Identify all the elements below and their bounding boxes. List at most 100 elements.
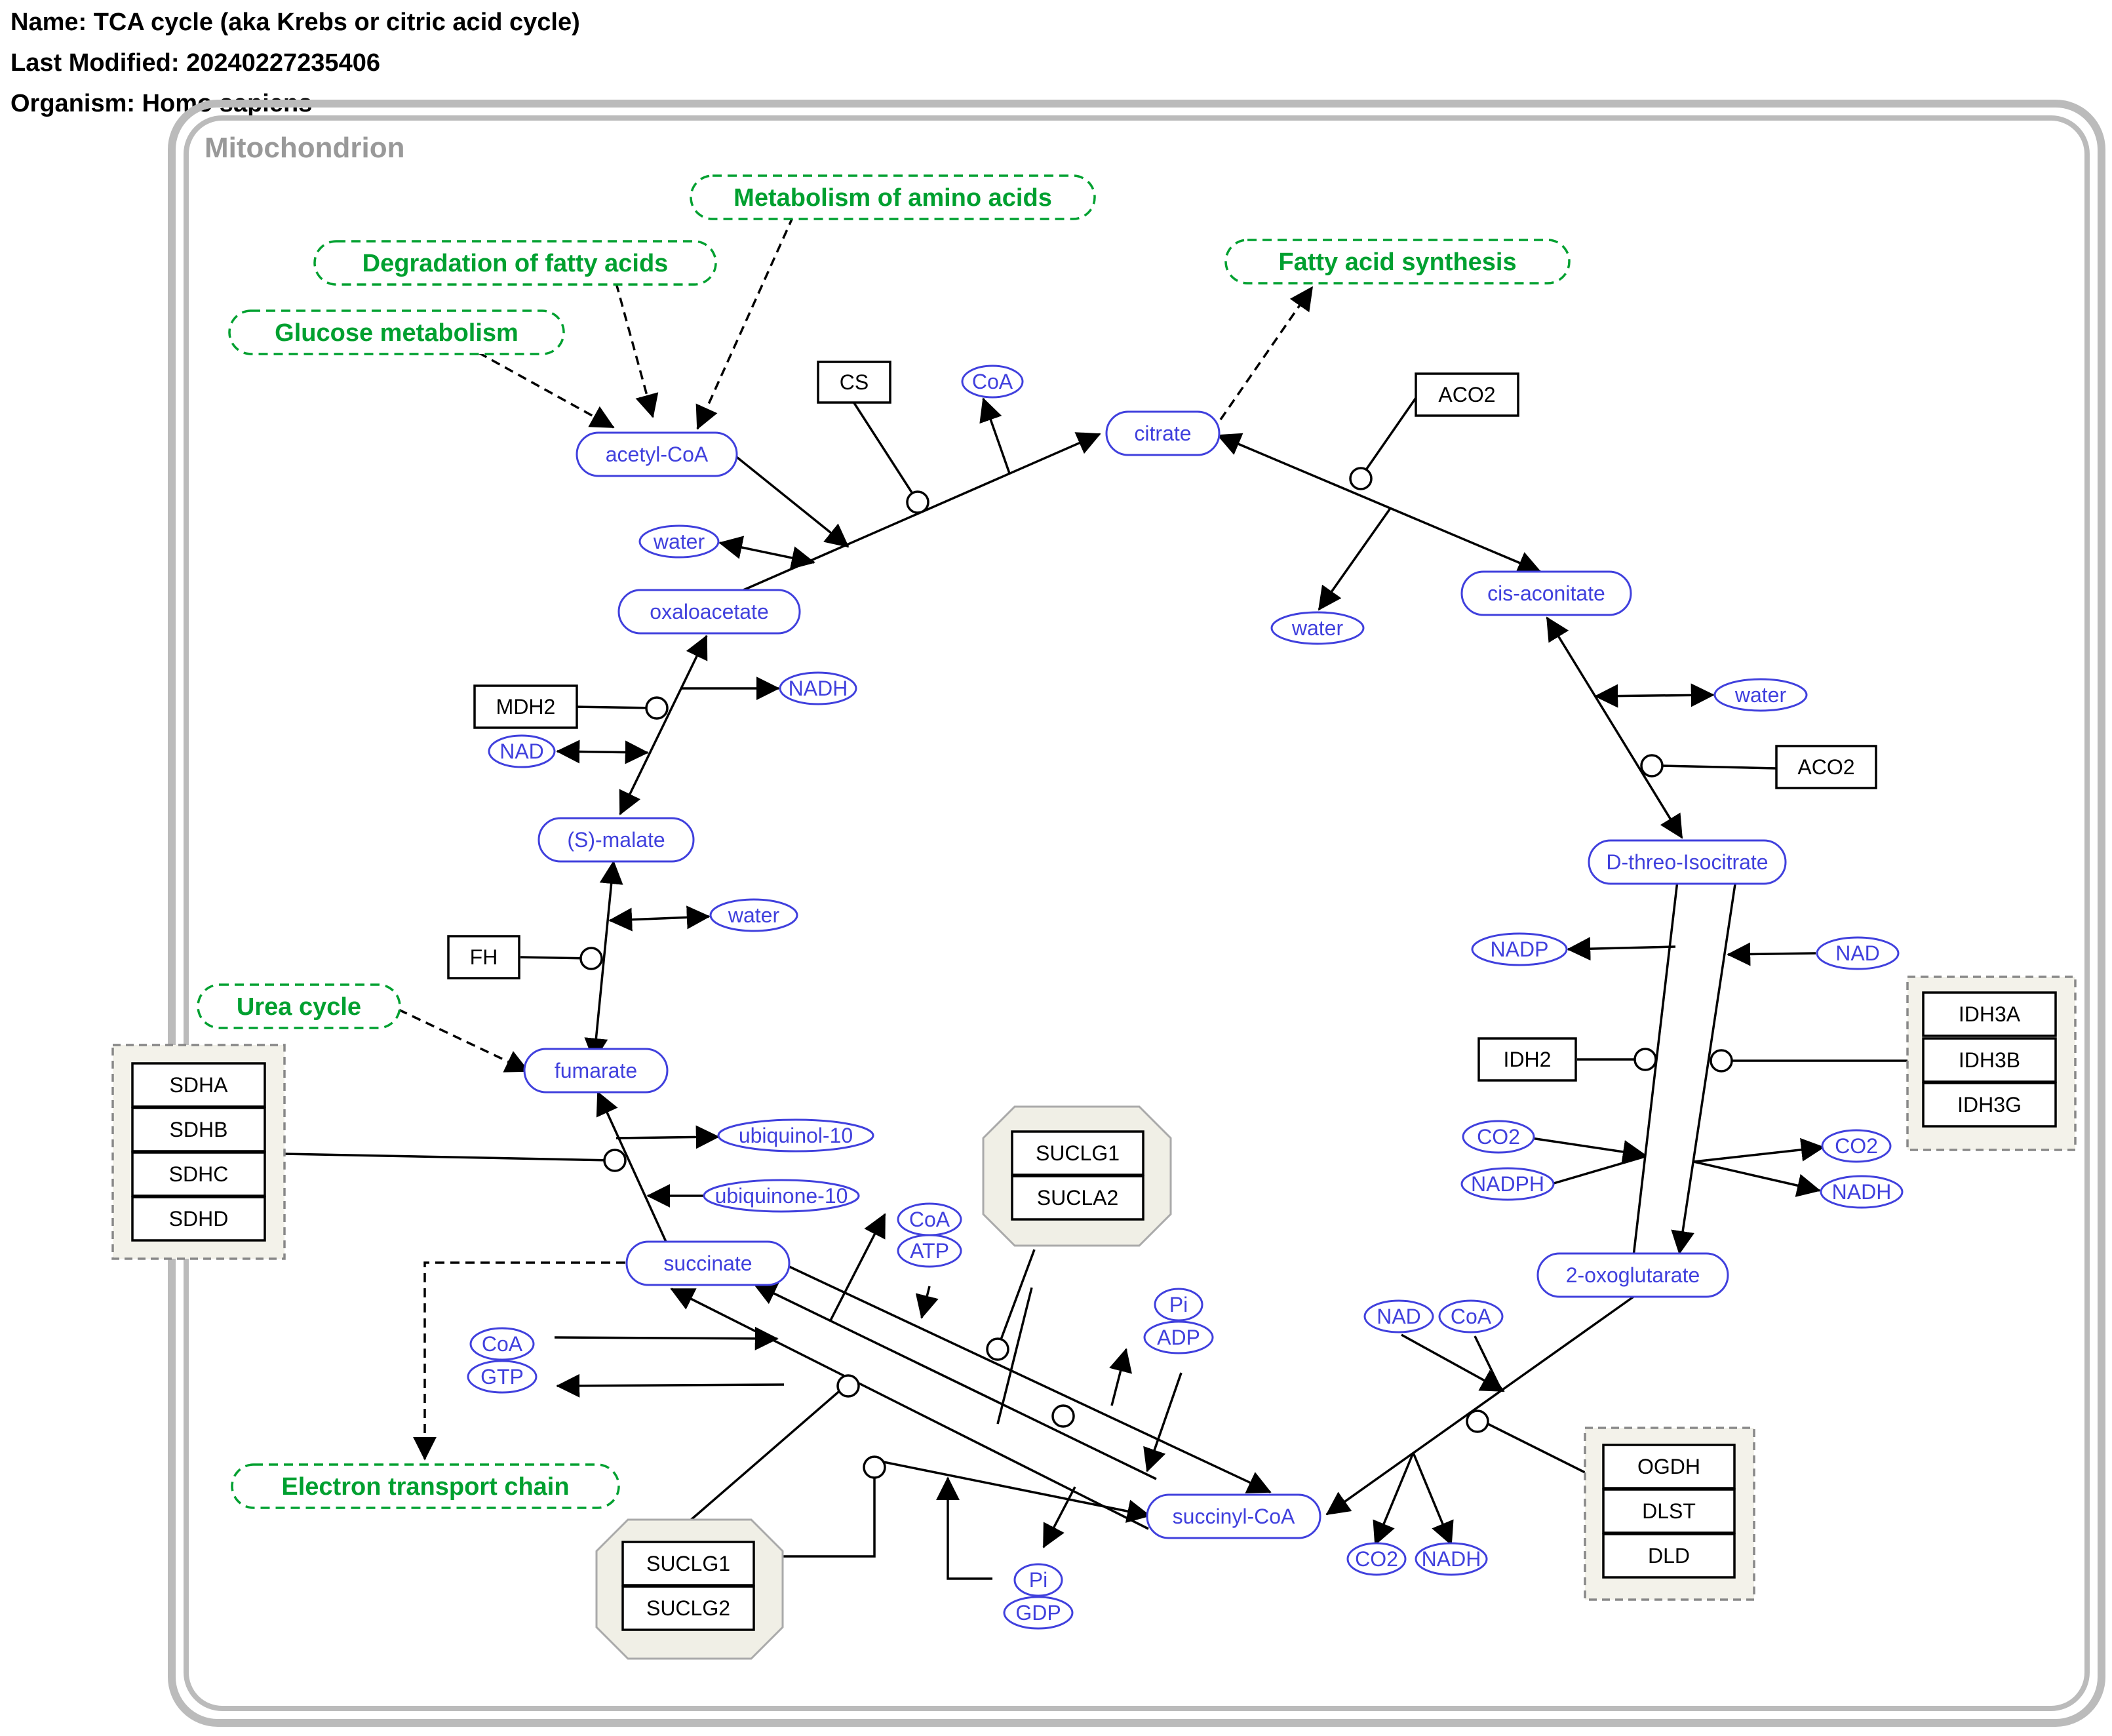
- suclg2-catalysis-line: [783, 1469, 876, 1558]
- metabolite-water-cs[interactable]: water: [638, 524, 720, 559]
- metabolite-pi-adp-label: Pi: [1169, 1293, 1188, 1316]
- metabolite-coa-atp[interactable]: CoA: [897, 1202, 962, 1236]
- gene-suclg2[interactable]: SUCLG2: [621, 1585, 755, 1631]
- pathway-glucose-metabolism[interactable]: Glucose metabolism: [228, 309, 565, 355]
- fattyacid-deg-to-acetylcoa-edge: [615, 283, 659, 418]
- metabolite-pi-gdp[interactable]: Pi: [1013, 1563, 1063, 1597]
- aco2-reaction-edge: [1217, 433, 1542, 574]
- gene-cs[interactable]: CS: [817, 361, 891, 404]
- gene-idh3g[interactable]: IDH3G: [1922, 1082, 2057, 1128]
- gene-sucla2-label: SUCLA2: [1037, 1186, 1119, 1210]
- metabolite-fumarate-label: fumarate: [555, 1059, 637, 1082]
- gene-sdhc-label: SDHC: [169, 1162, 229, 1186]
- metabolite-citrate[interactable]: citrate: [1105, 410, 1221, 456]
- co2-idh-out-edge: [1693, 1137, 1825, 1163]
- metabolite-succinyl-coa-label: succinyl-CoA: [1173, 1505, 1295, 1528]
- metabolite-fumarate[interactable]: fumarate: [523, 1048, 669, 1094]
- metabolite-acetyl-coa[interactable]: acetyl-CoA: [576, 431, 738, 477]
- suclg1-top-catalysis-circle: [986, 1337, 1009, 1361]
- metabolite-pi-adp[interactable]: Pi: [1154, 1288, 1203, 1322]
- metabolite-water-aco[interactable]: water: [1270, 611, 1365, 645]
- metabolite-nad-idh[interactable]: NAD: [1816, 936, 1900, 970]
- metabolite-isocitrate[interactable]: D-threo-Isocitrate: [1588, 839, 1787, 885]
- metabolite-nadh-ogdh[interactable]: NADH: [1415, 1542, 1488, 1576]
- co2-ogdh-out-edge: [1373, 1452, 1415, 1546]
- metabolite-cis-aconitate[interactable]: cis-aconitate: [1460, 570, 1632, 616]
- metabolite-nad-mdh[interactable]: NAD: [488, 734, 556, 768]
- idh2-reaction-edge: [1632, 840, 1691, 1257]
- co2-idh-in-edge: [1531, 1137, 1647, 1164]
- gene-sdhd[interactable]: SDHD: [131, 1196, 266, 1242]
- metabolite-coa-gtp[interactable]: CoA: [469, 1327, 535, 1361]
- water-aco2-edge: [1594, 683, 1715, 708]
- gene-fh[interactable]: FH: [447, 935, 520, 979]
- metabolite-nadph-idh[interactable]: NADPH: [1460, 1167, 1555, 1201]
- metabolite-co2-idh-in[interactable]: CO2: [1462, 1120, 1535, 1154]
- pathway-urea-cycle[interactable]: Urea cycle: [197, 983, 401, 1029]
- gene-dld[interactable]: DLD: [1602, 1533, 1736, 1579]
- metabolite-pi-gdp-label: Pi: [1029, 1568, 1047, 1592]
- pathway-fatty-acid-degradation[interactable]: Degradation of fatty acids: [313, 240, 717, 286]
- metabolite-succinate[interactable]: succinate: [625, 1240, 791, 1286]
- metabolite-s-malate[interactable]: (S)-malate: [538, 817, 695, 863]
- metabolite-oxaloacetate[interactable]: oxaloacetate: [617, 589, 801, 635]
- suclg2-catalysis-circle: [863, 1455, 886, 1479]
- gene-suclg1-top[interactable]: SUCLG1: [1011, 1130, 1144, 1176]
- metabolite-water-fh[interactable]: water: [709, 898, 798, 932]
- gene-aco2-top[interactable]: ACO2: [1415, 372, 1519, 417]
- metabolite-adp[interactable]: ADP: [1143, 1320, 1214, 1354]
- metabolite-acetyl-coa-label: acetyl-CoA: [606, 443, 709, 466]
- metabolite-co2-idh-out[interactable]: CO2: [1821, 1129, 1892, 1163]
- pathway-electron-transport-chain[interactable]: Electron transport chain: [231, 1463, 620, 1509]
- gene-idh3b[interactable]: IDH3B: [1922, 1037, 2057, 1083]
- metabolite-water-aco2[interactable]: water: [1713, 678, 1808, 712]
- gene-sdhc[interactable]: SDHC: [131, 1151, 266, 1197]
- water-fh-edge: [608, 905, 711, 932]
- ogdh-reaction-edge: [1325, 1295, 1635, 1516]
- gene-cs-label: CS: [840, 370, 869, 394]
- metabolite-2-oxoglutarate[interactable]: 2-oxoglutarate: [1536, 1252, 1729, 1298]
- metabolite-ubiquinone[interactable]: ubiquinone-10: [703, 1179, 860, 1213]
- metabolite-gdp[interactable]: GDP: [1003, 1596, 1074, 1630]
- metabolite-coa-cs[interactable]: CoA: [961, 365, 1024, 399]
- metabolite-nad-ogdh[interactable]: NAD: [1363, 1299, 1434, 1333]
- metabolite-co2-ogdh[interactable]: CO2: [1346, 1542, 1407, 1576]
- gene-ogdh[interactable]: OGDH: [1602, 1444, 1736, 1489]
- aco2-right-catalysis-circle: [1640, 754, 1664, 778]
- metabolite-gtp[interactable]: GTP: [467, 1360, 538, 1394]
- gene-sdhb[interactable]: SDHB: [131, 1107, 266, 1153]
- gene-sdhb-label: SDHB: [170, 1118, 228, 1141]
- metabolite-nadp-idh[interactable]: NADP: [1471, 932, 1568, 966]
- gene-idh3g-label: IDH3G: [1957, 1093, 2022, 1116]
- metabolite-isocitrate-label: D-threo-Isocitrate: [1606, 850, 1768, 874]
- gene-ogdh-label: OGDH: [1637, 1455, 1700, 1478]
- pathway-fatty-acid-synthesis[interactable]: Fatty acid synthesis: [1224, 239, 1571, 285]
- metabolite-succinyl-coa[interactable]: succinyl-CoA: [1146, 1493, 1321, 1539]
- pathway-amino-acids[interactable]: Metabolism of amino acids: [690, 174, 1096, 220]
- metabolite-nadh-mdh-label: NADH: [789, 677, 848, 700]
- gene-idh2[interactable]: IDH2: [1477, 1037, 1577, 1082]
- aco2-right-catalysis-line: [1660, 764, 1777, 770]
- metabolite-ubiquinol-label: ubiquinol-10: [739, 1124, 853, 1147]
- sucla-forward-edge-1: [789, 1265, 1272, 1493]
- gene-mdh2[interactable]: MDH2: [473, 684, 578, 729]
- metabolite-coa-ogdh[interactable]: CoA: [1438, 1299, 1504, 1333]
- gene-sucla2[interactable]: SUCLA2: [1011, 1175, 1144, 1221]
- fh-catalysis-line: [520, 956, 591, 960]
- metabolite-atp[interactable]: ATP: [897, 1234, 962, 1268]
- metabolite-nadh-idh[interactable]: NADH: [1820, 1175, 1904, 1209]
- metabolite-s-malate-label: (S)-malate: [567, 828, 665, 852]
- gene-suclg1-top-label: SUCLG1: [1036, 1141, 1120, 1165]
- pathway-urea-cycle-label: Urea cycle: [237, 993, 361, 1021]
- idh3-reaction-edge: [1671, 879, 1737, 1255]
- metabolite-water-aco-label: water: [1291, 616, 1344, 640]
- gene-sdha[interactable]: SDHA: [131, 1062, 266, 1108]
- ogdh-catalysis-line: [1485, 1421, 1586, 1474]
- gene-aco2-right[interactable]: ACO2: [1775, 745, 1877, 789]
- metabolite-nadh-mdh[interactable]: NADH: [779, 671, 857, 705]
- metabolite-ubiquinol[interactable]: ubiquinol-10: [717, 1118, 874, 1153]
- gene-dlst[interactable]: DLST: [1602, 1488, 1736, 1534]
- gene-suclg1-bottom[interactable]: SUCLG1: [621, 1541, 755, 1587]
- gene-idh3a[interactable]: IDH3A: [1922, 991, 2057, 1037]
